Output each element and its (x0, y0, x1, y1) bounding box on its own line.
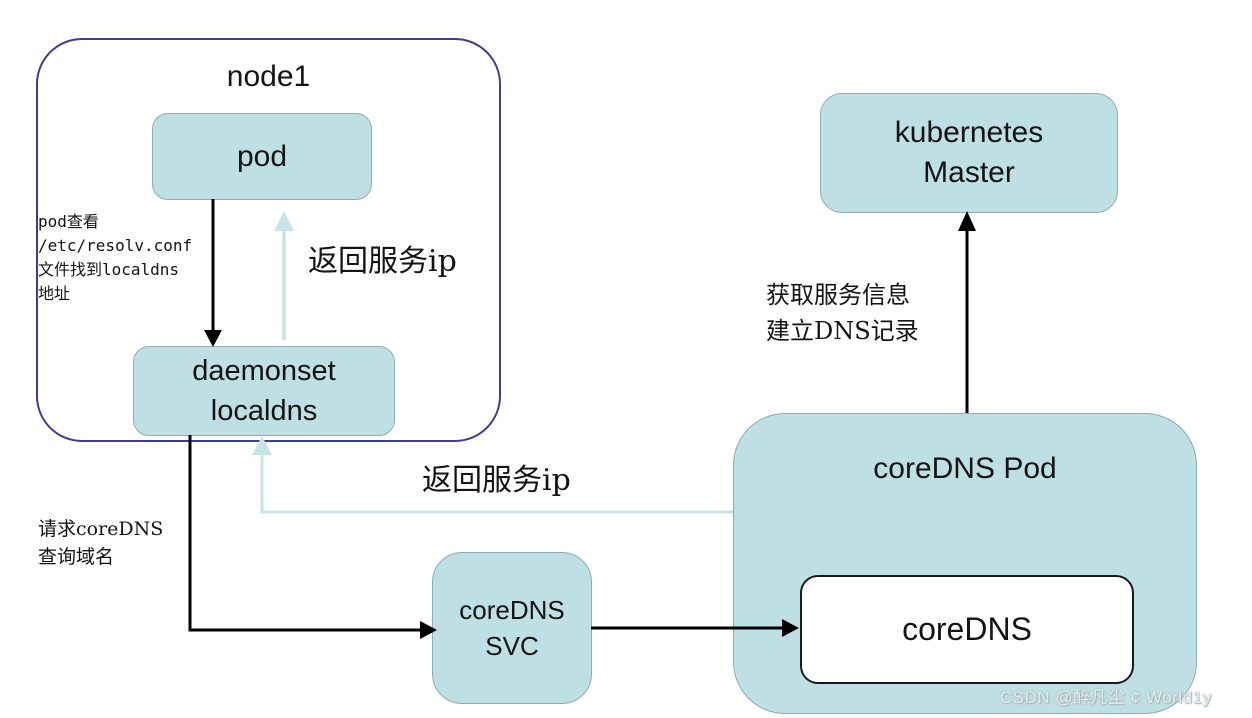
coredns-svc-label: coreDNS SVC (459, 594, 565, 661)
pod-label: pod (236, 139, 288, 173)
annotation-request-coredns: 请求coreDNS 查询域名 (38, 518, 164, 568)
daemonset-localdns-box: daemonset localdns (133, 346, 395, 436)
annotation-fetch-service-info: 获取服务信息 建立DNS记录 (766, 281, 919, 345)
watermark: CSDN @醉凡尘 ¢ World1y (1000, 688, 1212, 707)
node1-title: node1 (226, 60, 311, 93)
daemonset-localdns-label: daemonset localdns (192, 354, 336, 427)
coredns-box: coreDNS (800, 575, 1134, 684)
annotation-return-service-ip-outer: 返回服务ip (422, 463, 571, 498)
arrow-daemonset-to-coredns-svc (188, 435, 437, 639)
arrow-coredns-pod-to-master (958, 211, 976, 413)
pod-box: pod (152, 113, 372, 200)
annotation-return-service-ip-inner: 返回服务ip (308, 244, 457, 279)
coredns-pod-title: coreDNS Pod (873, 452, 1057, 485)
coredns-svc-box: coreDNS SVC (432, 552, 592, 704)
annotation-pod-resolv-conf: pod查看 /etc/resolv.conf 文件找到localdns 地址 (38, 212, 193, 303)
kubernetes-master-label: kubernetes Master (894, 115, 1044, 190)
coredns-label: coreDNS (902, 611, 1032, 647)
kubernetes-master-box: kubernetes Master (820, 93, 1118, 213)
